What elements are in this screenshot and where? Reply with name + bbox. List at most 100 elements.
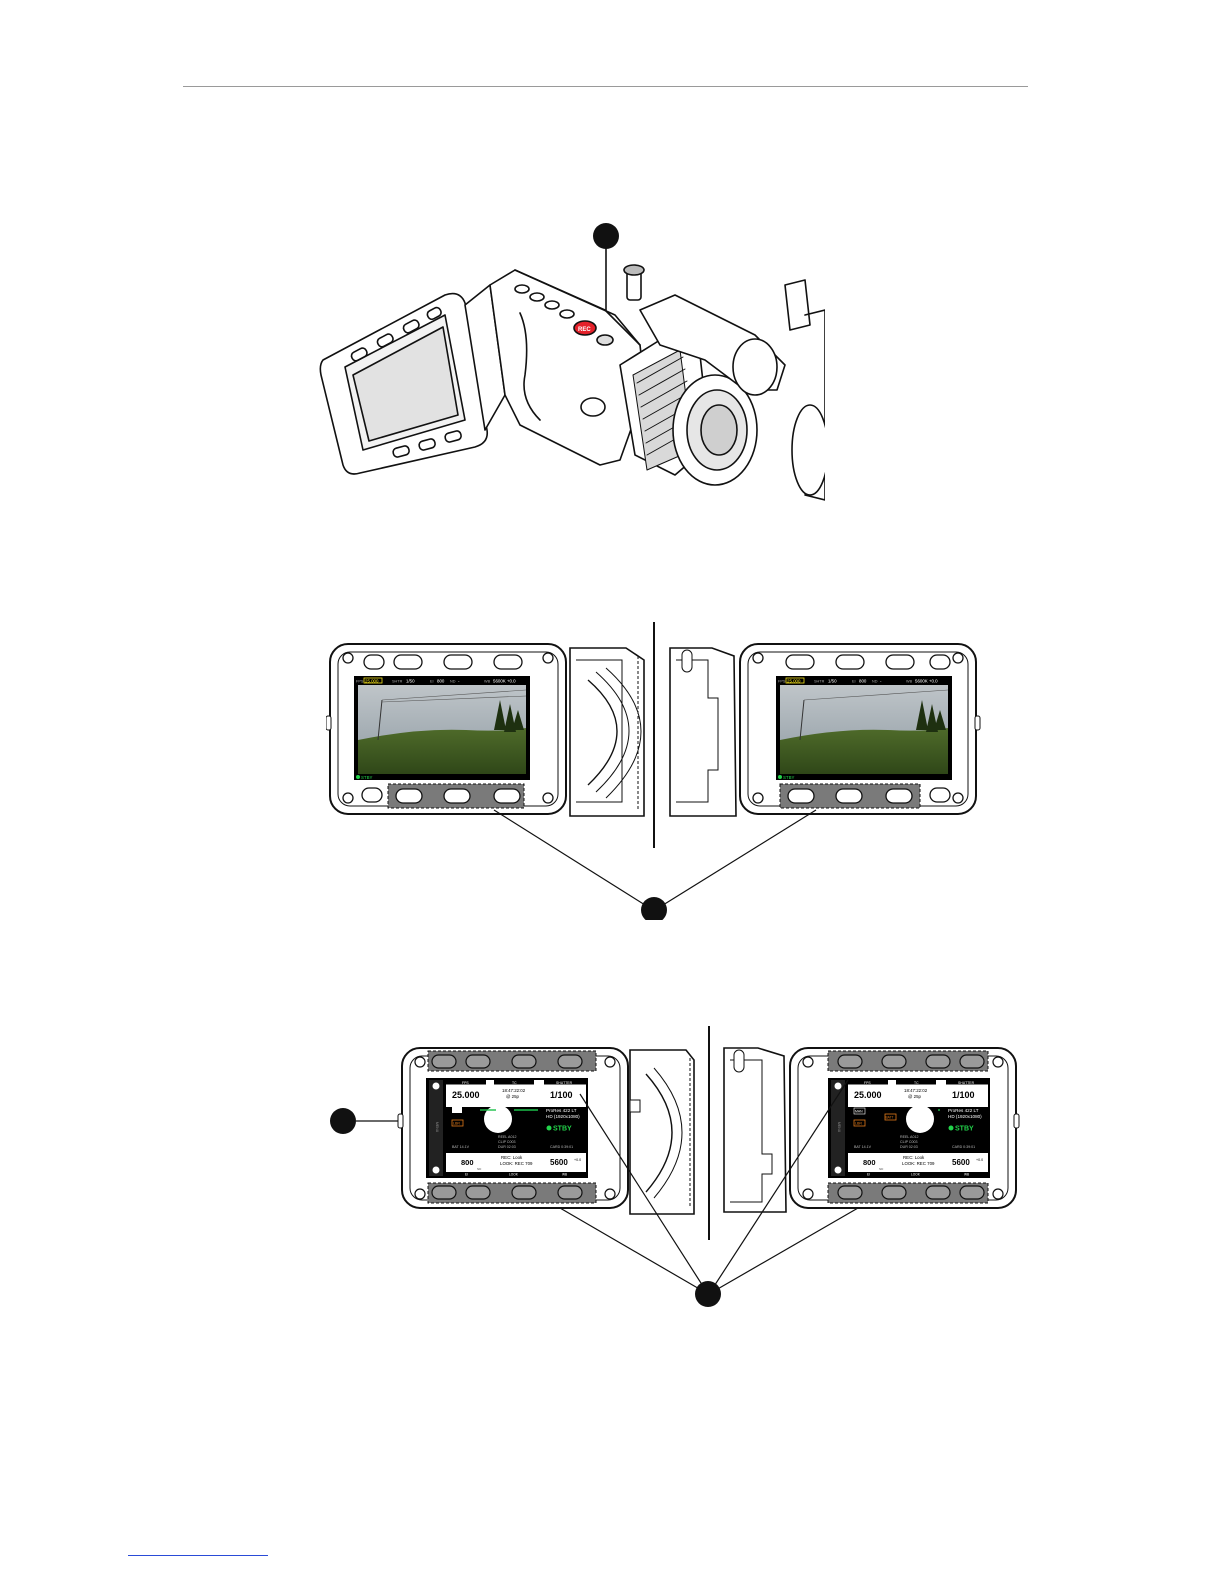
left-resolution: HD (1920x1080) [546, 1114, 580, 1119]
left-tc-value: 18:47:22:02 [502, 1088, 526, 1093]
right-osd-fps-label: FPS [778, 680, 786, 684]
right-tc-label: TC [914, 1081, 919, 1085]
left-clip-row2: CLIP C003 [498, 1140, 516, 1144]
right-ei-value: 800 [863, 1158, 876, 1167]
left-osd-nd-value: - [458, 679, 460, 684]
left-osd-status: STBY [361, 775, 373, 780]
right-badge3 [884, 1113, 897, 1121]
right-clip-row2: CLIP C003 [900, 1140, 918, 1144]
svg-text:BATT: BATT [886, 1116, 894, 1120]
right-fps-value: 25.000 [854, 1090, 882, 1100]
right-monitor: FPS 25.000 SHTR 1/50 EI 800 ND - WB 5600… [669, 643, 981, 817]
monitor-buttons-top [350, 306, 442, 362]
left-osd-wb-label: WB [484, 680, 491, 684]
monitor-screen [352, 326, 459, 442]
right-osd-shutter-label: SHTR [814, 680, 825, 684]
callout-marker [330, 1108, 356, 1134]
right-osd-fps-value: 25.000 [787, 679, 801, 684]
right-wb-label: WB [964, 1172, 969, 1176]
right-osd-shutter-value: 1/50 [828, 679, 837, 684]
right-bat: BAT 14.1V [854, 1145, 872, 1149]
right-badge1 [853, 1119, 866, 1127]
right-clip-row3: DUR 02:03 [900, 1145, 918, 1149]
figure-camera-overview: REC [319, 223, 825, 501]
right-fps-label: FPS [864, 1081, 871, 1085]
camera-top-buttons [514, 284, 614, 346]
left-badge1 [451, 1119, 464, 1127]
right-status: STBY [955, 1126, 974, 1133]
right-clip-row1: REEL A012 [900, 1135, 918, 1139]
right-side-menu: MENU [837, 1122, 841, 1133]
left-look-label: LOOK [509, 1172, 519, 1176]
svg-text:MAN: MAN [855, 1110, 863, 1114]
right-osd-ei-value: 800 [859, 679, 867, 684]
left-wb-value: 5600 [550, 1158, 568, 1167]
right-home-unit: MENU FPS TC SHUTTER 25.000 18:47:22:02 @… [723, 1047, 1020, 1213]
left-wb-label: WB [562, 1172, 567, 1176]
left-bat: BAT 14.1V [452, 1145, 470, 1149]
right-shutter-label: SHUTTER [958, 1081, 975, 1085]
left-osd-wb-value: 5600K +0.0 [493, 679, 516, 684]
right-osd-nd-value: - [880, 679, 882, 684]
left-osd-fps-value: 25.000 [365, 679, 379, 684]
right-osd-ei-label: EI [852, 680, 856, 684]
header-rule [183, 86, 1028, 87]
right-codec: ProRes 422 LT [948, 1108, 979, 1113]
left-nd-label: ND [477, 1167, 482, 1171]
left-look-value: LOOK: REC 709 [500, 1161, 533, 1166]
right-osd-wb-value: 5600K +0.0 [915, 679, 938, 684]
right-wb-sub: +0.0 [976, 1158, 983, 1162]
monitor-buttons-bottom [392, 430, 462, 458]
left-osd-fps-label: FPS [356, 680, 364, 684]
left-shutter-value: 1/100 [550, 1090, 573, 1100]
right-badge2 [853, 1107, 866, 1115]
left-rec-look: REC: Look [501, 1155, 523, 1160]
right-tc-value: 18:47:22:02 [904, 1088, 928, 1093]
footer-link-underline[interactable] [128, 1555, 268, 1556]
left-osd-shutter-label: SHTR [392, 680, 403, 684]
right-osd-nd-label: ND [872, 680, 878, 684]
right-osd-wb-label: WB [906, 680, 913, 684]
right-osd-status: STBY [783, 775, 795, 780]
right-wb-value: 5600 [952, 1158, 970, 1167]
left-fps-value: 25.000 [452, 1090, 480, 1100]
left-clip-row3: DUR 02:03 [498, 1145, 516, 1149]
left-card: CARD 0:39:01 [550, 1145, 573, 1149]
callout-marker [695, 1281, 721, 1307]
left-ei-value: 800 [461, 1158, 474, 1167]
svg-text:LBR: LBR [855, 1122, 862, 1126]
figure-home-screen: MENU FPS TC SHUTTER 25.000 18:47:22:02 @… [330, 1026, 1020, 1307]
left-tc-sub: @ 25p [506, 1094, 520, 1099]
right-home-screen: MENU FPS TC SHUTTER 25.000 18:47:22:02 @… [828, 1078, 990, 1178]
left-home-screen: MENU FPS TC SHUTTER 25.000 18:47:22:02 @… [426, 1078, 588, 1178]
right-look-label: LOOK [911, 1172, 921, 1176]
right-nd-label: ND [879, 1167, 884, 1171]
right-rec-look: REC: Look [903, 1155, 925, 1160]
right-tc-sub: @ 25p [908, 1094, 922, 1099]
left-side-menu: MENU [435, 1122, 439, 1133]
left-fps-label: FPS [462, 1081, 469, 1085]
right-look-value: LOOK: REC 709 [902, 1161, 935, 1166]
left-status: STBY [553, 1126, 572, 1133]
rec-button-label: REC [578, 327, 591, 333]
rec-button [573, 320, 597, 336]
left-shutter-label: SHUTTER [556, 1081, 573, 1085]
svg-text:LBR: LBR [453, 1122, 460, 1126]
left-home-unit: MENU FPS TC SHUTTER 25.000 18:47:22:02 @… [397, 1047, 695, 1215]
figure-monitor-osd: FPS 25.000 SHTR 1/50 EI 800 ND - WB 5600… [326, 622, 981, 920]
left-osd-ei-label: EI [430, 680, 434, 684]
left-osd-shutter-value: 1/50 [406, 679, 415, 684]
right-shutter-value: 1/100 [952, 1090, 975, 1100]
right-resolution: HD (1920x1080) [948, 1114, 982, 1119]
callout-marker [641, 897, 667, 920]
left-wb-sub: +0.0 [574, 1158, 581, 1162]
left-osd-ei-value: 800 [437, 679, 445, 684]
left-osd-nd-label: ND [450, 680, 456, 684]
right-ei-label: EI [867, 1172, 870, 1176]
left-ei-label: EI [465, 1172, 468, 1176]
right-card: CARD 0:39:01 [952, 1145, 975, 1149]
left-codec: ProRes 422 LT [546, 1108, 577, 1113]
left-tc-label: TC [512, 1081, 517, 1085]
left-clip-row1: REEL A012 [498, 1135, 516, 1139]
left-monitor: FPS 25.000 SHTR 1/50 EI 800 ND - WB 5600… [326, 643, 645, 817]
